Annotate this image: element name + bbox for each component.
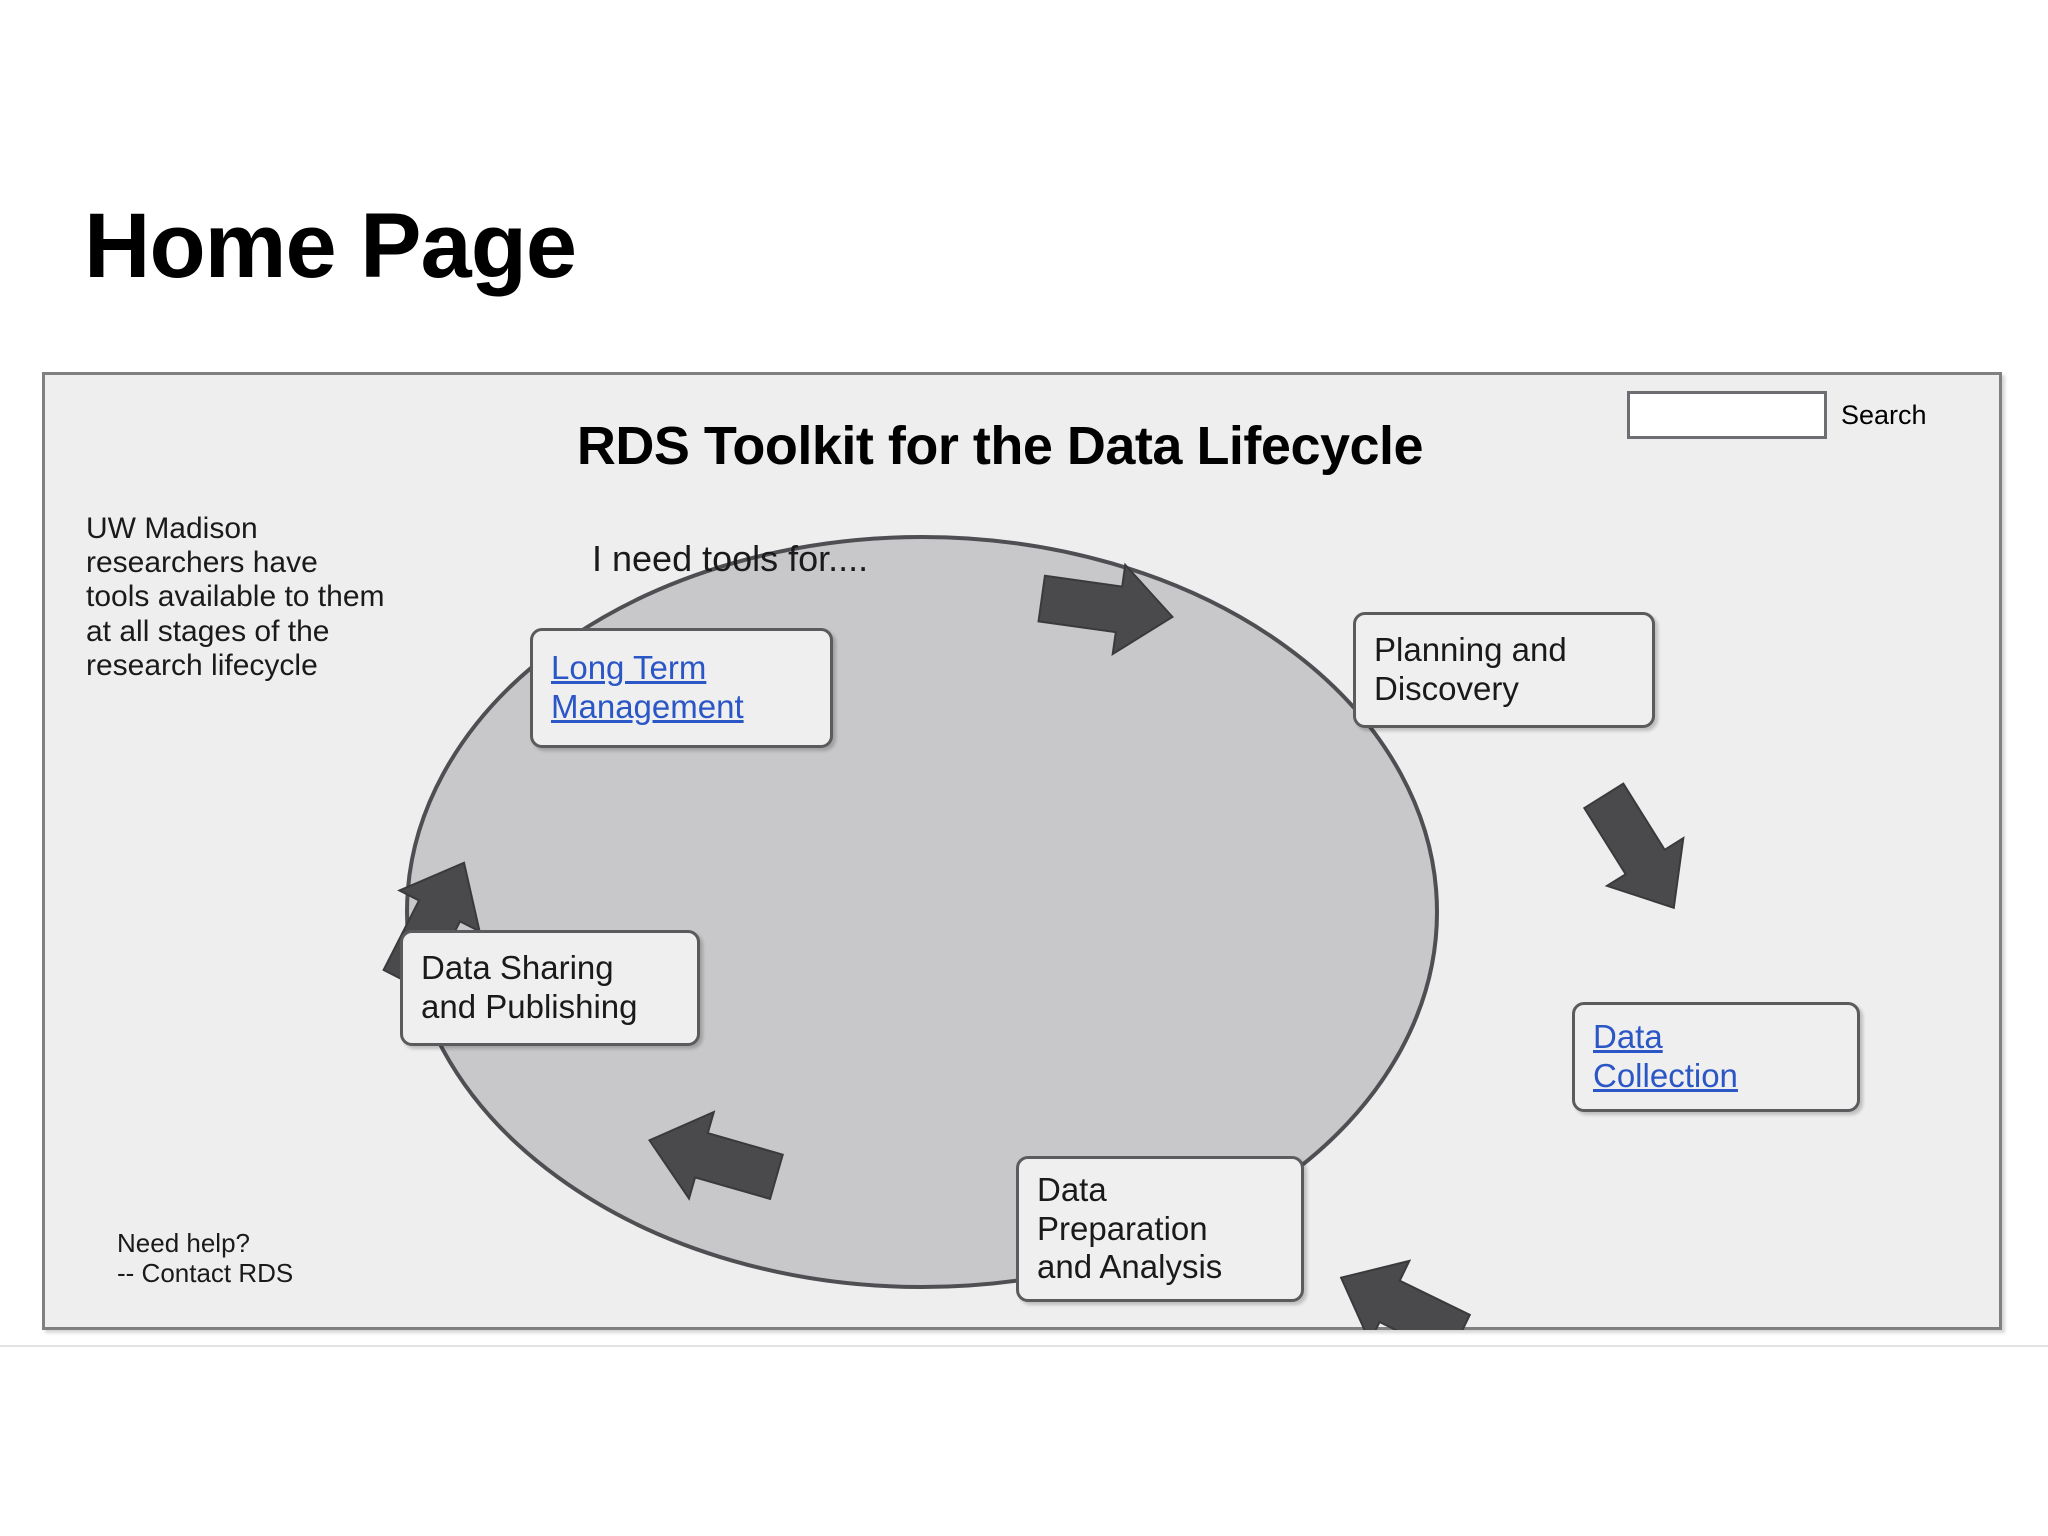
toolkit-heading: RDS Toolkit for the Data Lifecycle (576, 416, 1424, 476)
stage-long-term-management[interactable]: Long Term Management (530, 628, 833, 748)
stage-label-line-1: Data (1593, 1018, 1663, 1056)
stage-label-line-2: Management (551, 688, 744, 725)
stage-data-collection[interactable]: Data Collection (1572, 1002, 1860, 1112)
search-area: Search (1627, 391, 1927, 439)
page-divider (0, 1345, 2048, 1347)
search-label: Search (1841, 399, 1927, 430)
page-title: Home Page (84, 195, 577, 297)
stage-planning-and-discovery[interactable]: Planning and Discovery (1353, 612, 1655, 728)
sidebar-blurb: UW Madison researchers have tools availa… (86, 512, 385, 682)
arrow-lower-right-icon (1339, 1259, 1472, 1330)
stage-planning-and-discovery-label: Planning and Discovery (1374, 631, 1567, 709)
stage-label-line-2: Collection (1593, 1057, 1738, 1094)
stage-label-line-2: and Publishing (421, 988, 638, 1025)
search-input[interactable] (1627, 391, 1827, 439)
stage-label-line-2: Preparation (1037, 1209, 1208, 1247)
stage-label-line-1: Planning and (1374, 631, 1567, 669)
stage-label-line-1: Long Term (551, 649, 707, 687)
need-help-block: Need help? -- Contact RDS (117, 1228, 293, 1289)
stage-label-line-1: Data Sharing (421, 949, 614, 987)
need-help-line-1: Need help? (117, 1228, 250, 1258)
arrow-top-icon (1037, 562, 1174, 656)
stage-label-line-1: Data (1037, 1170, 1107, 1208)
stage-data-preparation-and-analysis[interactable]: Data Preparation and Analysis (1016, 1156, 1304, 1302)
stage-long-term-management-link[interactable]: Long Term Management (551, 649, 744, 727)
tools-prompt: I need tools for.... (592, 538, 869, 579)
stage-data-preparation-and-analysis-label: Data Preparation and Analysis (1037, 1171, 1222, 1288)
stage-data-sharing-and-publishing-label: Data Sharing and Publishing (421, 949, 638, 1027)
need-help-line-2: -- Contact RDS (117, 1258, 294, 1289)
stage-data-collection-link[interactable]: Data Collection (1593, 1018, 1738, 1096)
stage-label-line-2: Discovery (1374, 670, 1519, 707)
stage-data-sharing-and-publishing[interactable]: Data Sharing and Publishing (400, 930, 700, 1046)
arrow-lower-left-icon (648, 1110, 784, 1201)
arrow-upper-right-icon (1582, 782, 1685, 910)
stage-label-line-3: and Analysis (1037, 1248, 1223, 1286)
